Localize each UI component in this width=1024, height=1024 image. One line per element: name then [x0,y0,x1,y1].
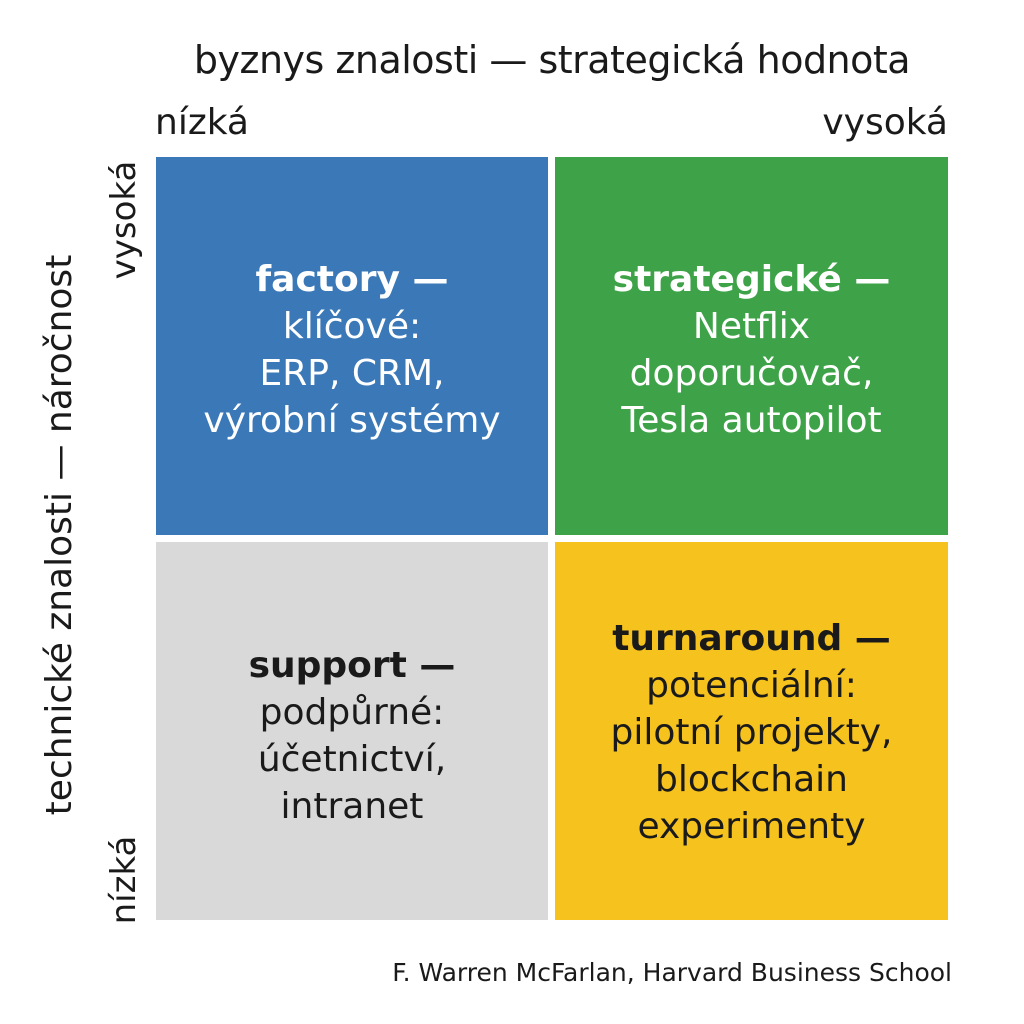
quadrant-strategic-line: Netflix [692,306,811,347]
quadrant-turnaround-line: experimenty [637,805,866,847]
quadrant-support-line: podpůrné: [259,692,445,733]
quadrant-strategic-line: Tesla autopilot [621,400,882,441]
quadrant-support-title: support — [248,645,456,686]
quadrant-support-line: účetnictví, [257,739,447,780]
quadrant-support: support — podpůrné: účetnictví, intranet [156,542,548,920]
quadrant-turnaround-line: potenciální: [646,664,857,706]
x-axis-title: byznys znalosti — strategická hodnota [193,38,911,82]
quadrant-strategic-line: doporučovač, [629,353,874,394]
quadrant-factory-line: klíčové: [282,306,422,347]
quadrant-turnaround-line: pilotní projekty, [610,711,893,753]
quadrant-support-line: intranet [280,786,424,827]
quadrant-turnaround-line: blockchain [654,758,848,800]
quadrant-strategic: strategické — Netflix doporučovač, Tesla… [555,157,948,535]
quadrant-turnaround: turnaround — potenciální: pilotní projek… [555,542,948,920]
x-axis-high-label: vysoká [822,102,948,143]
quadrant-factory-title: factory — [255,259,449,300]
quadrant-factory-line: výrobní systémy [203,400,501,441]
quadrant-turnaround-title: turnaround — [612,617,891,659]
y-axis-title: technické znalosti — náročnost [39,254,80,816]
source-citation: F. Warren McFarlan, Harvard Business Sch… [392,958,952,987]
quadrant-factory: factory — klíčové: ERP, CRM, výrobní sys… [156,157,548,535]
quadrant-strategic-title: strategické — [612,259,891,300]
x-axis-low-label: nízká [155,102,249,143]
quadrant-factory-line: ERP, CRM, [259,353,445,394]
y-axis-low-label: nízká [104,835,144,925]
y-axis-high-label: vysoká [104,160,144,280]
